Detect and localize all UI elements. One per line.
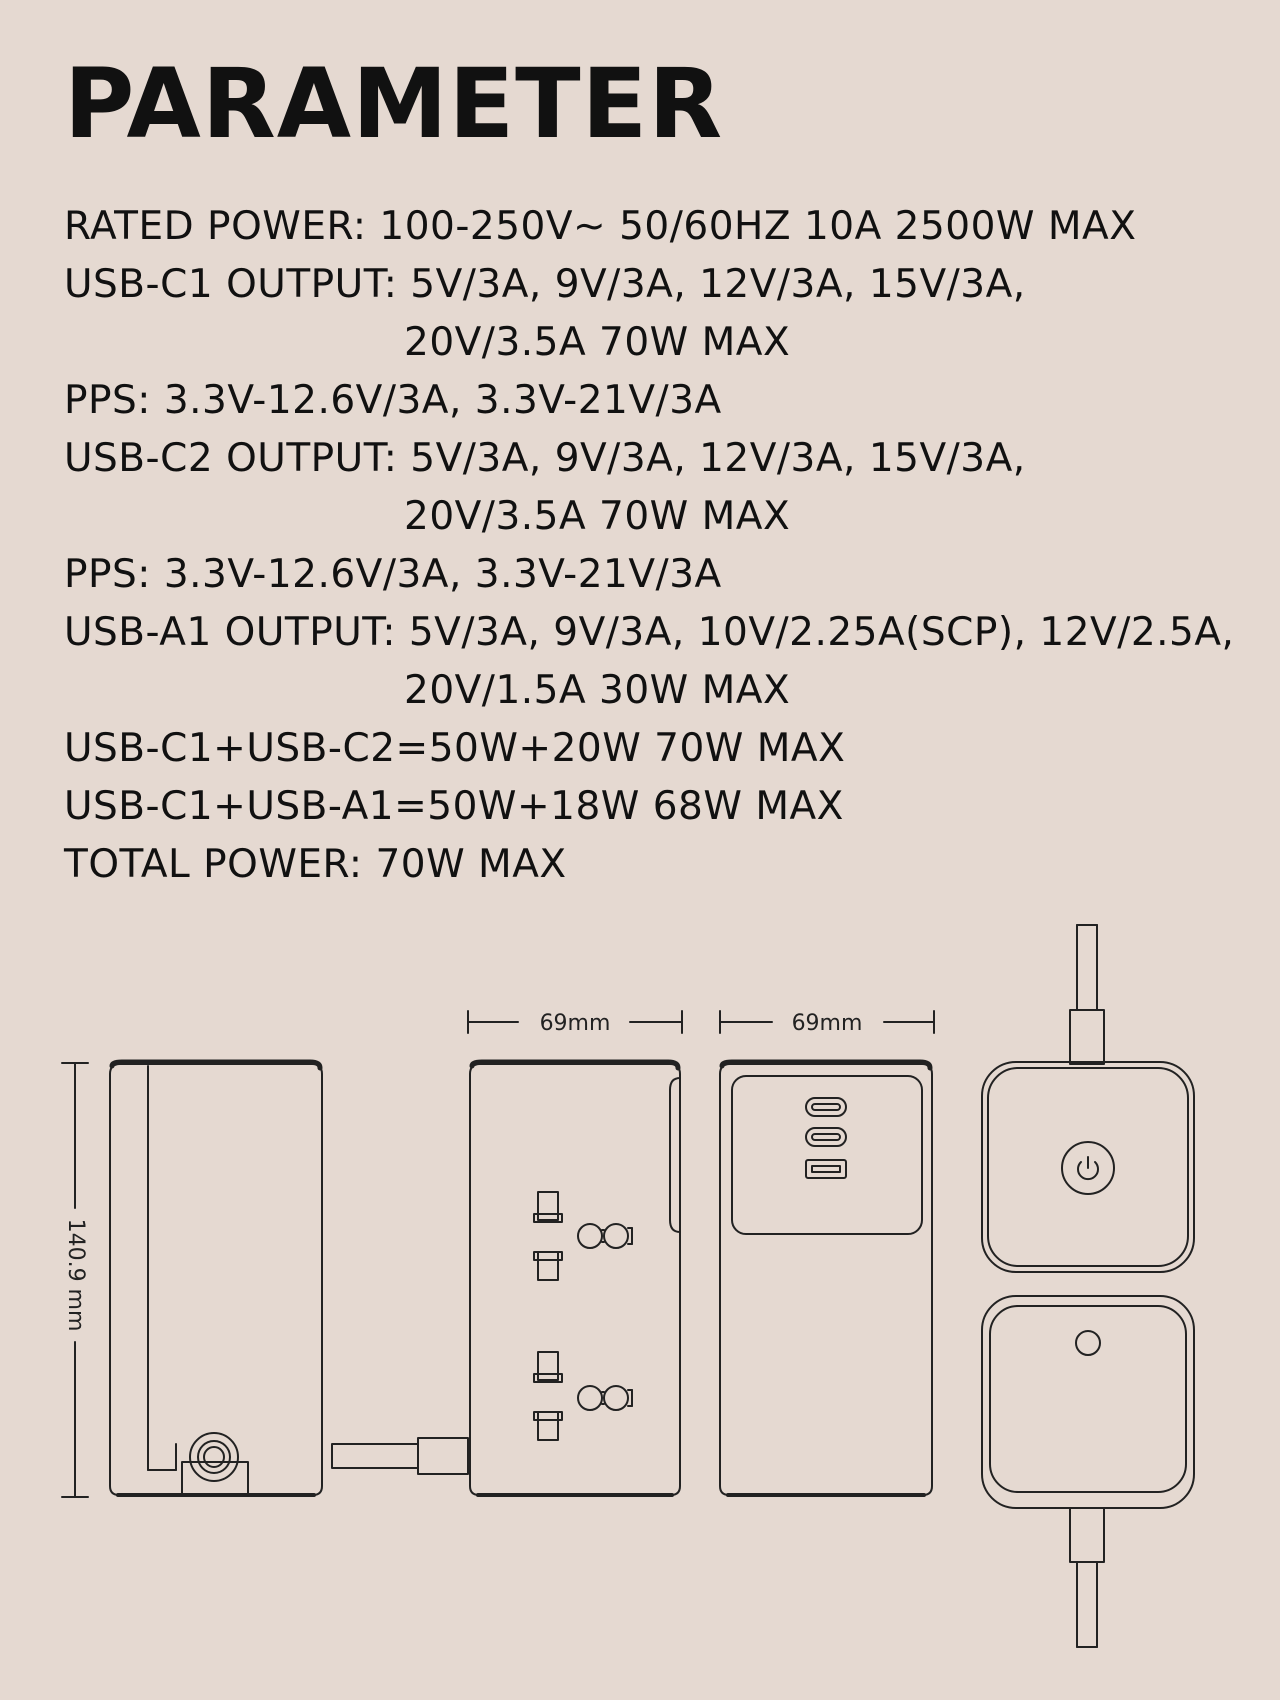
spec-usb-a1-output: USB-A1 OUTPUT: 5V/3A, 9V/3A, 10V/2.25A(S… <box>64 610 1235 655</box>
spec-usb-c2-output-cont: 20V/3.5A 70W MAX <box>404 494 791 539</box>
height-label: 140.9 mm <box>63 1219 88 1332</box>
spec-rated-power: RATED POWER: 100-250V~ 50/60HZ 10A 2500W… <box>64 204 1137 249</box>
side-view <box>109 1059 323 1497</box>
spec-c1-a1-combined: USB-C1+USB-A1=50W+18W 68W MAX <box>64 784 844 829</box>
usb-c-port-icon <box>805 1127 847 1147</box>
spec-total-power: TOTAL POWER: 70W MAX <box>64 842 567 887</box>
top-view <box>981 924 1195 1273</box>
ports-width-label: 69mm <box>792 1011 863 1036</box>
height-dimension: 140.9 mm <box>61 1062 89 1498</box>
page-title: PARAMETER <box>64 48 724 160</box>
power-cable-side <box>331 1437 469 1475</box>
ports-width-dimension: 69mm <box>719 1010 935 1036</box>
cable-port-icon <box>189 1432 239 1482</box>
power-icon[interactable] <box>1061 1141 1115 1195</box>
front-width-dimension: 69mm <box>467 1010 683 1036</box>
front-width-label: 69mm <box>540 1011 611 1036</box>
ports-view <box>719 1059 933 1497</box>
usb-a-port-icon <box>805 1159 847 1179</box>
spec-usb-c1-output: USB-C1 OUTPUT: 5V/3A, 9V/3A, 12V/3A, 15V… <box>64 262 1026 307</box>
product-dimension-diagram: 140.9 mm 69mm <box>61 924 1195 1648</box>
spec-usb-c2-pps: PPS: 3.3V-12.6V/3A, 3.3V-21V/3A <box>64 552 722 597</box>
spec-c1-c2-combined: USB-C1+USB-C2=50W+20W 70W MAX <box>64 726 846 771</box>
spec-usb-c2-output: USB-C2 OUTPUT: 5V/3A, 9V/3A, 12V/3A, 15V… <box>64 436 1026 481</box>
bottom-view <box>981 1295 1195 1648</box>
universal-socket-icon <box>533 1191 633 1281</box>
universal-socket-icon <box>533 1351 633 1441</box>
usb-c-port-icon <box>805 1097 847 1117</box>
spec-usb-c1-output-cont: 20V/3.5A 70W MAX <box>404 320 791 365</box>
front-view <box>469 1059 681 1497</box>
spec-usb-c1-pps: PPS: 3.3V-12.6V/3A, 3.3V-21V/3A <box>64 378 722 423</box>
spec-usb-a1-output-cont: 20V/1.5A 30W MAX <box>404 668 791 713</box>
spec-list: RATED POWER: 100-250V~ 50/60HZ 10A 2500W… <box>64 198 1234 894</box>
